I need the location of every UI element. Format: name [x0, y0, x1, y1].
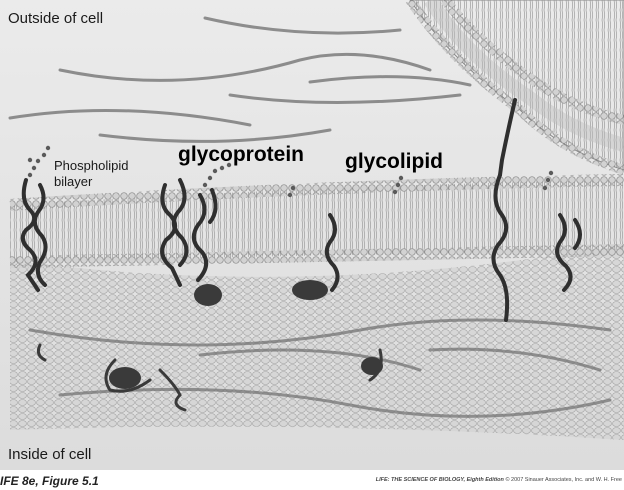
- copyright-credit: LIFE: THE SCIENCE OF BIOLOGY, Eighth Edi…: [376, 477, 622, 483]
- book-title: LIFE: THE SCIENCE OF BIOLOGY, Eighth Edi…: [376, 477, 504, 483]
- publisher-credit: © 2007 Sinauer Associates, Inc. and W. H…: [505, 477, 622, 483]
- phospholipid-label-line2: bilayer: [54, 174, 128, 190]
- figure-caption: IFE 8e, Figure 5.1: [0, 474, 99, 488]
- phospholipid-bilayer-label: Phospholipid bilayer: [54, 158, 128, 190]
- membrane-illustration: [0, 0, 624, 470]
- inside-of-cell-label: Inside of cell: [8, 446, 91, 463]
- glycoprotein-label: glycoprotein: [178, 143, 304, 167]
- outside-of-cell-label: Outside of cell: [8, 10, 103, 27]
- glycolipid-label: glycolipid: [345, 150, 443, 174]
- phospholipid-label-line1: Phospholipid: [54, 158, 128, 174]
